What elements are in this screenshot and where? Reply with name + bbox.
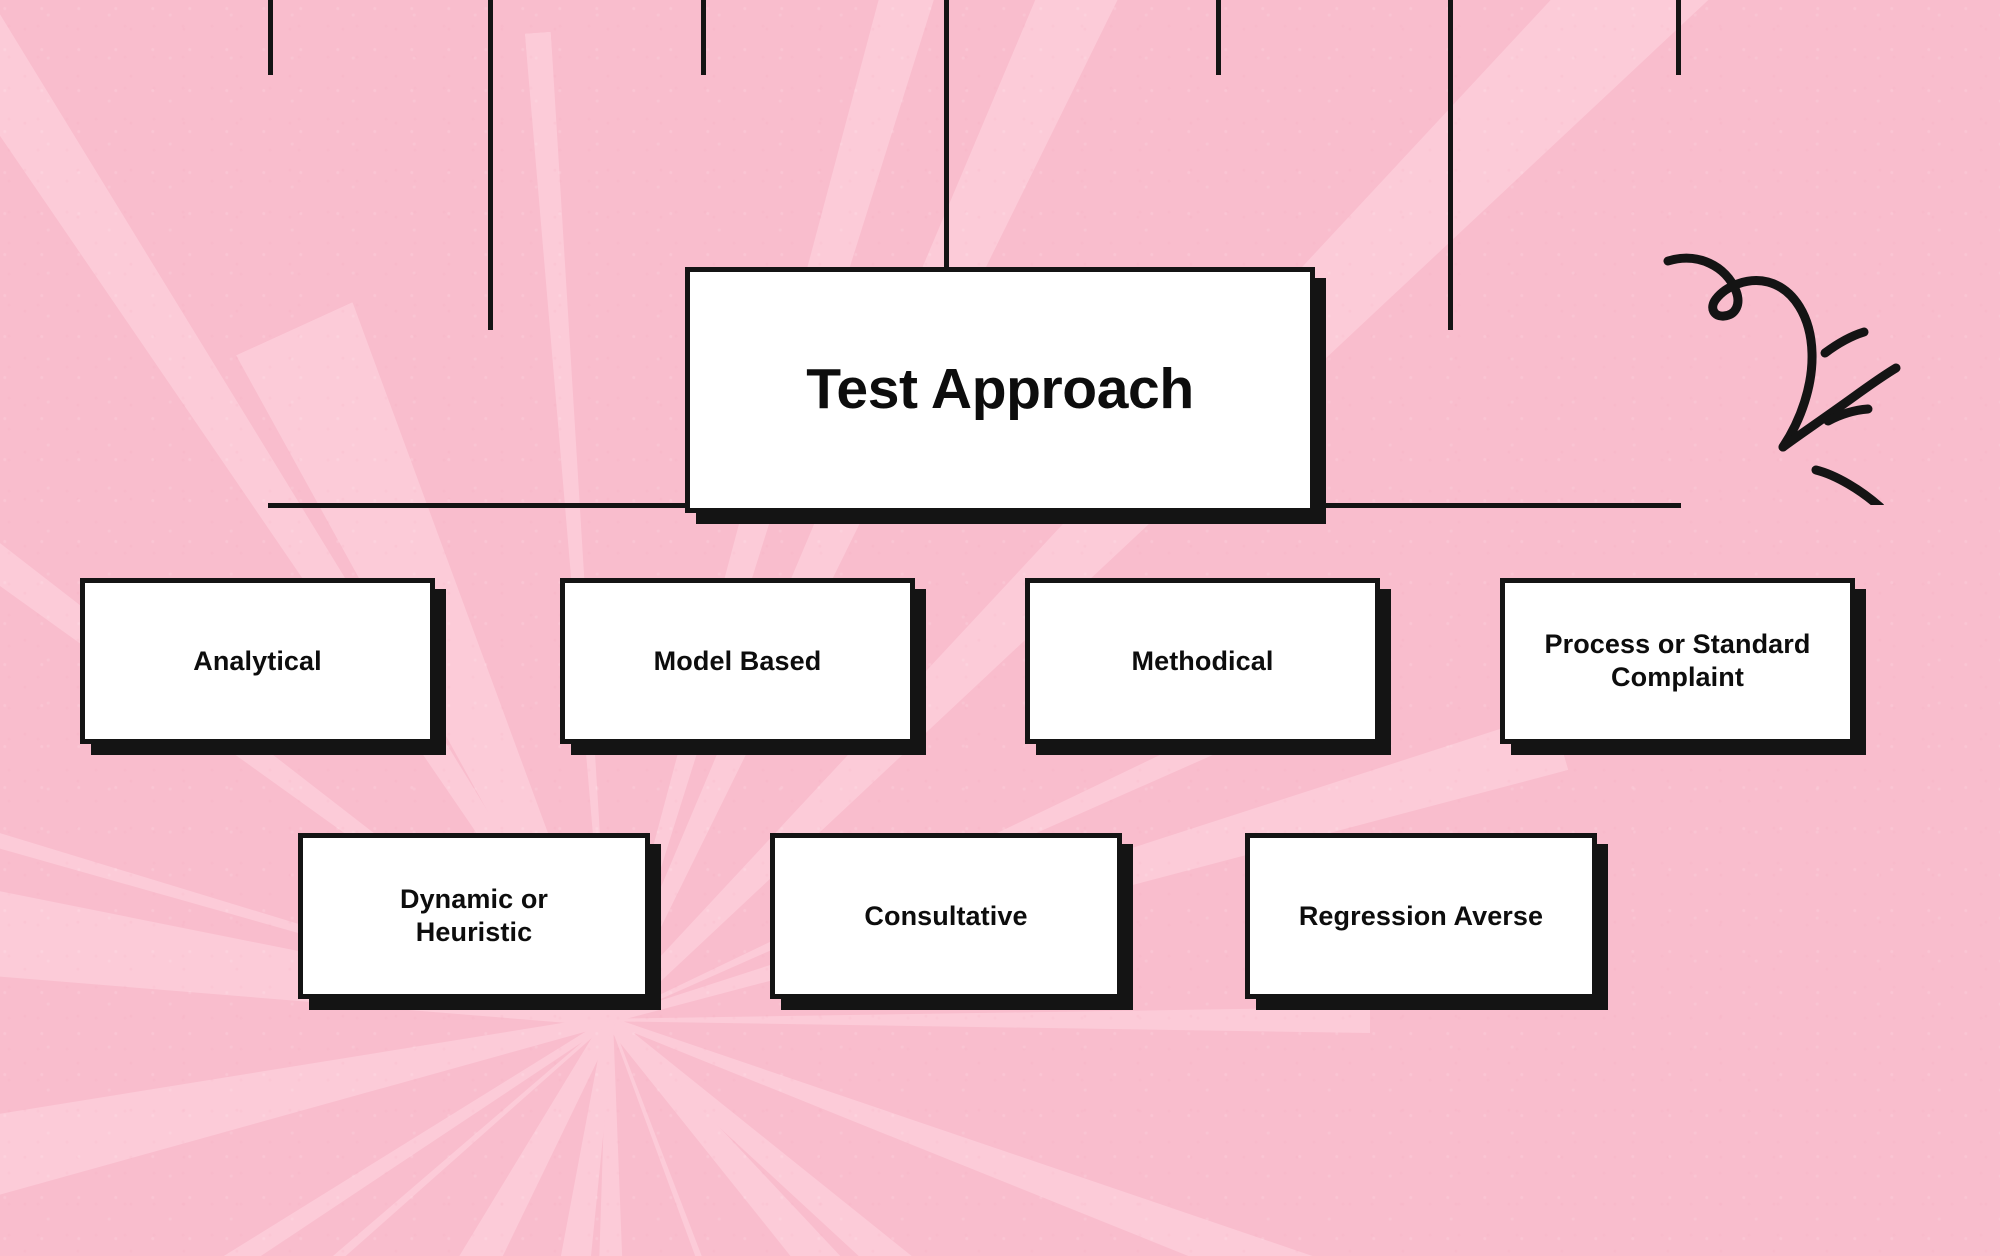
connector-drop [1447,0,1453,330]
starburst-ray [580,1020,642,1256]
connector-drop [267,0,273,75]
node-process-or-standard-complaint[interactable]: Process or Standard Complaint [1500,578,1855,744]
connector-drop [487,0,493,330]
node-consultative[interactable]: Consultative [770,833,1122,999]
node-label: Regression Averse [1298,900,1544,931]
node-model-based[interactable]: Model Based [560,578,915,744]
node-label: Consultative [864,900,1028,931]
connector-drop [943,0,949,330]
starburst-ray [579,984,1565,1256]
hand-drawn-swoosh-icon [1660,225,1960,512]
node-analytical[interactable]: Analytical [80,578,435,744]
node-dynamic-or-heuristic[interactable]: Dynamic or Heuristic [298,833,650,999]
starburst-ray [565,0,1842,1065]
node-label: Model Based [653,645,822,676]
starburst-ray [610,1007,1370,1033]
starburst-ray [423,1013,657,1256]
connector-drop [1675,0,1681,75]
connector-drop [1215,0,1221,75]
node-methodical[interactable]: Methodical [1025,578,1380,744]
starburst-ray [0,1010,619,1256]
starburst-ray [0,995,626,1256]
node-label: Test Approach [806,357,1194,422]
starburst-ray [598,1015,1212,1256]
node-label: Dynamic or Heuristic [399,884,549,947]
node-test-approach[interactable]: Test Approach [685,267,1315,513]
connector-drop [700,0,706,75]
node-label: Methodical [1131,645,1274,676]
starburst-ray [0,989,666,1256]
node-label: Process or Standard Complaint [1544,629,1811,692]
starburst-ray [0,974,620,1229]
node-label: Analytical [193,645,322,676]
node-regression-averse[interactable]: Regression Averse [1245,833,1597,999]
starburst-ray [562,978,1608,1256]
starburst-ray [600,992,1549,1256]
